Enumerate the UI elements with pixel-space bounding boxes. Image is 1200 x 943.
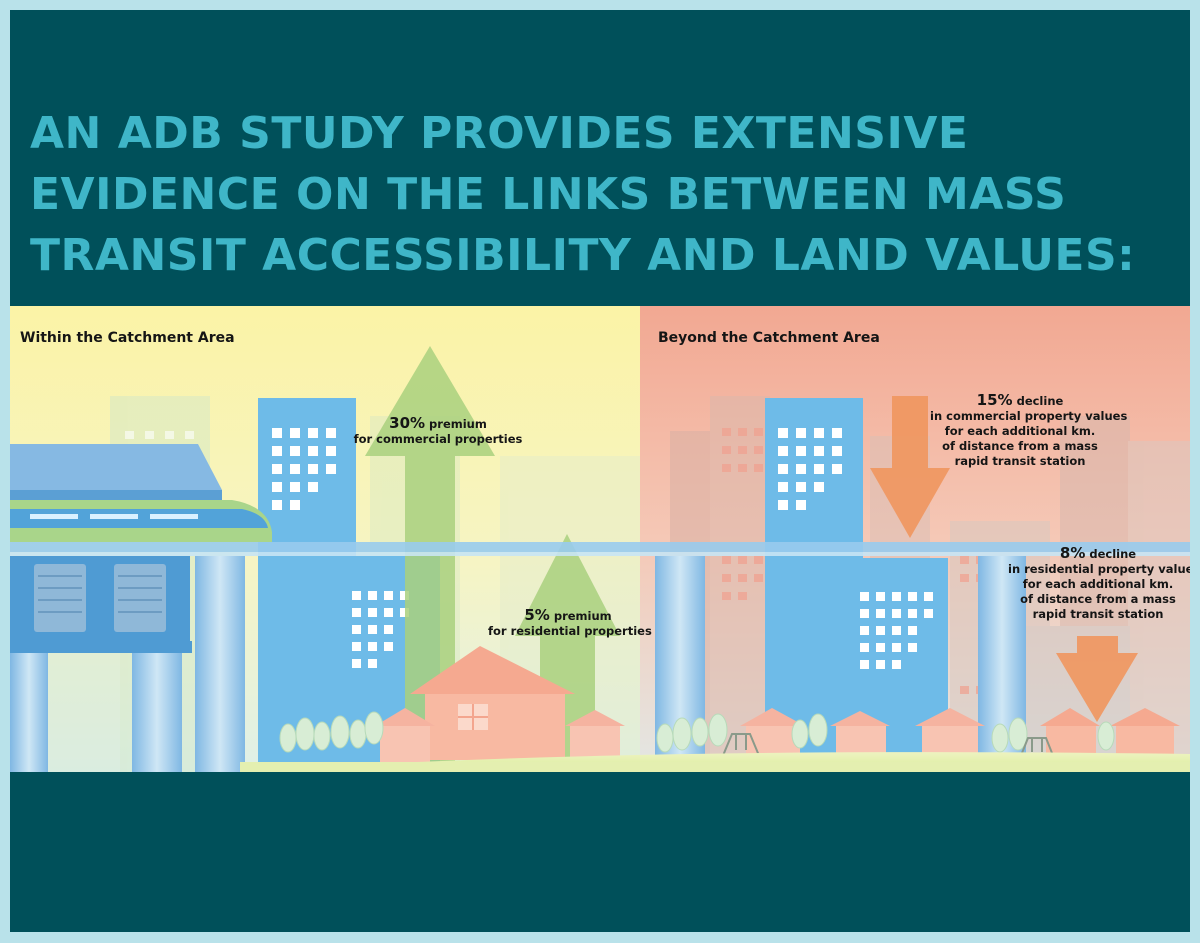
within-catchment-label: Within the Catchment Area (20, 330, 235, 346)
blue-building-left (258, 398, 356, 772)
commercial-premium-text: for commercial properties (353, 432, 523, 446)
arrow-down-icon (1056, 636, 1138, 722)
tree-icon (279, 711, 1115, 753)
residential-decline-line-1: in residential property values (1008, 562, 1190, 576)
residential-decline-value: 8% (1059, 544, 1086, 562)
arrow-up-icon (365, 346, 495, 772)
commercial-decline-callout: 15% decline in commercial property value… (930, 391, 1128, 469)
swing-icon (721, 733, 761, 759)
residential-premium-suffix: premium (549, 609, 612, 623)
commercial-decline-line-1: in commercial property values (930, 409, 1128, 423)
ground-strip (240, 762, 1190, 772)
elevated-track (10, 542, 1190, 556)
train-icon (10, 444, 272, 542)
commercial-decline-line-4: rapid transit station (954, 454, 1086, 468)
headline: AN ADB STUDY PROVIDES EXTENSIVE EVIDENCE… (30, 103, 1136, 286)
residential-premium-callout: 5% premium for residential properties (488, 606, 652, 639)
residential-premium-value: 5% (524, 606, 550, 624)
residential-decline-line-3: of distance from a mass (1020, 592, 1176, 606)
house-icon (375, 708, 435, 762)
headline-line-1: AN ADB STUDY PROVIDES EXTENSIVE (30, 108, 969, 159)
illustration-scene: Within the Catchment Area Beyond the Cat… (10, 306, 1190, 772)
beyond-catchment-label: Beyond the Catchment Area (658, 330, 880, 346)
headline-line-3: TRANSIT ACCESSIBILITY AND LAND VALUES: (30, 230, 1136, 281)
residential-decline-line-4: rapid transit station (1032, 607, 1164, 621)
commercial-premium-callout: 30% premium for commercial properties (353, 416, 523, 447)
commercial-decline-suffix: decline (1012, 394, 1064, 408)
commercial-decline-value: 15% (976, 391, 1013, 409)
commercial-premium-value: 30% (389, 414, 426, 432)
swing-icon (1019, 737, 1055, 759)
house-icon (565, 710, 625, 762)
commercial-decline-line-2: for each additional km. (944, 424, 1096, 438)
commercial-premium-suffix: premium (425, 417, 487, 431)
residential-decline-callout: 8% decline in residential property value… (1008, 544, 1190, 622)
residential-decline-line-2: for each additional km. (1022, 577, 1174, 591)
station-building (10, 556, 192, 772)
commercial-decline-line-3: of distance from a mass (942, 439, 1098, 453)
residential-decline-suffix: decline (1085, 547, 1137, 561)
arrow-down-icon (870, 396, 950, 538)
blue-building-right (765, 398, 863, 772)
city-illustration (10, 306, 1190, 772)
residential-premium-text: for residential properties (488, 624, 652, 638)
house-icon (410, 646, 575, 760)
headline-line-2: EVIDENCE ON THE LINKS BETWEEN MASS (30, 169, 1067, 220)
